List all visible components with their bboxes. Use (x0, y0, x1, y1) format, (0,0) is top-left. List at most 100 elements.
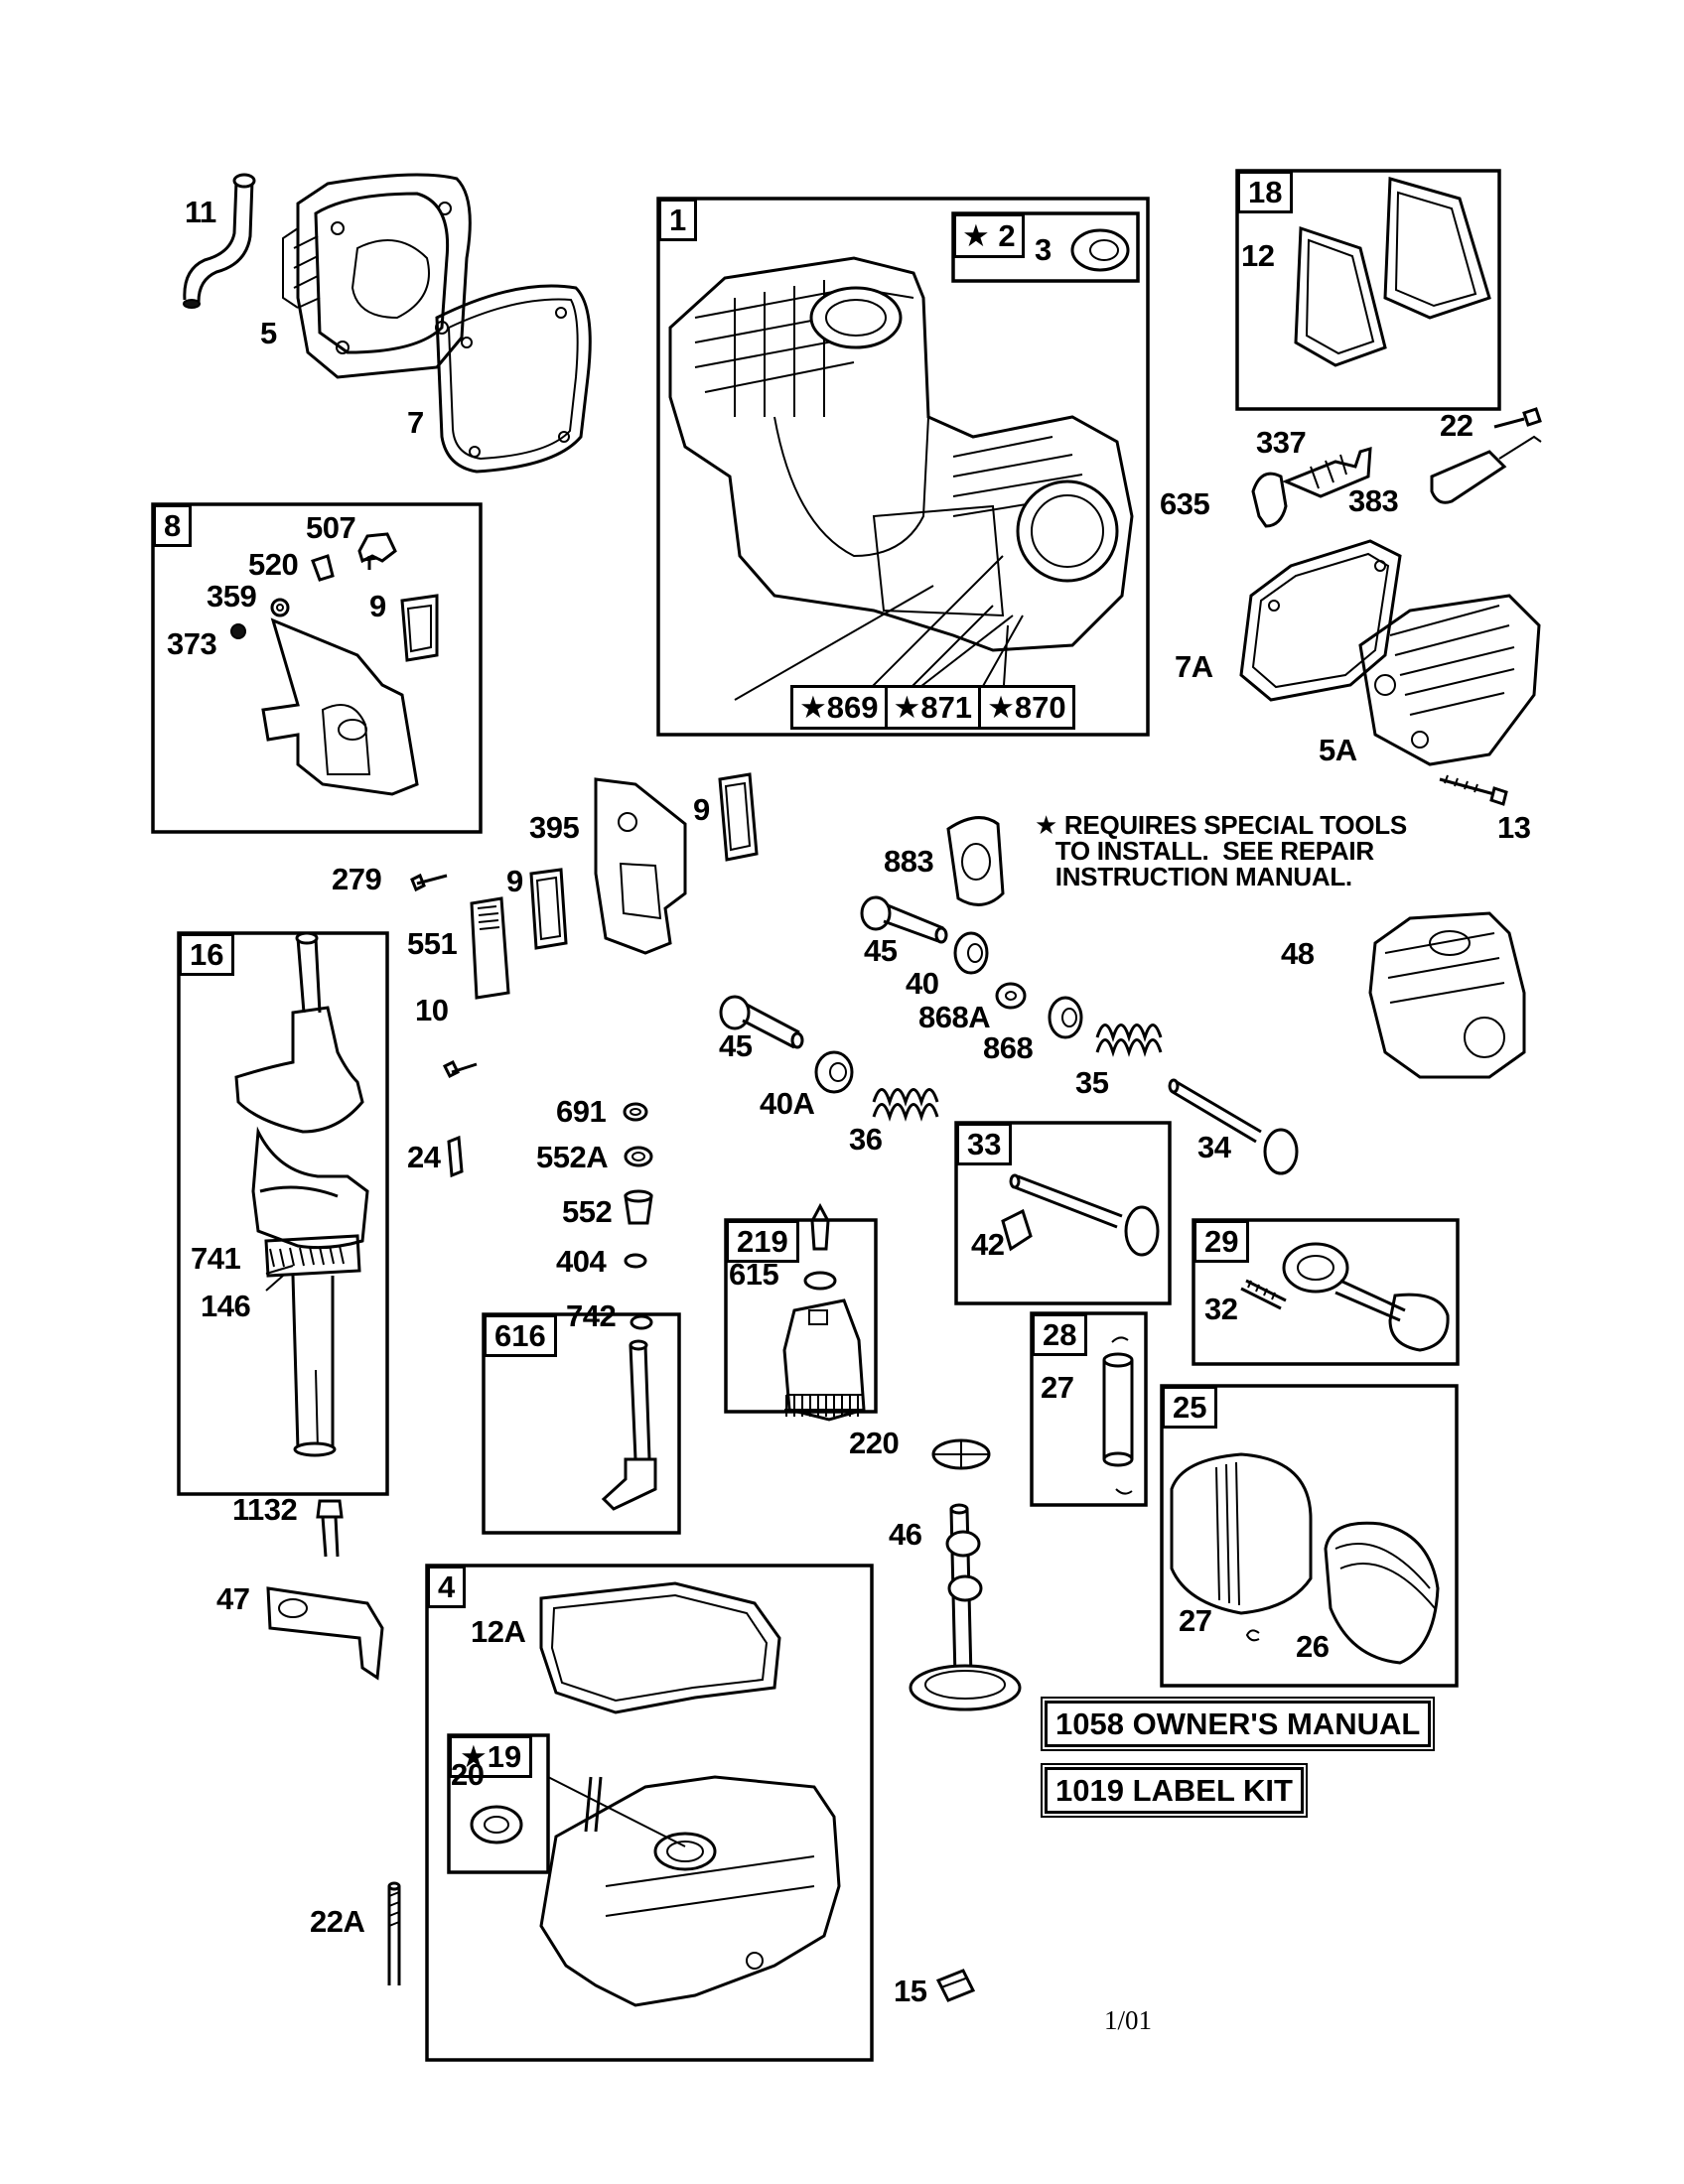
star-tag-869-number: 869 (826, 690, 879, 725)
part-label-45-upper: 45 (864, 933, 898, 968)
bracket-47-drawing (266, 1499, 384, 1681)
part-label-46: 46 (889, 1517, 922, 1552)
star-tag-871-number: 871 (920, 690, 973, 725)
star-tag-870: ★870 (978, 685, 1075, 730)
part-label-635: 635 (1160, 486, 1210, 521)
part-label-5: 5 (260, 316, 277, 350)
part-label-40a: 40A (760, 1086, 815, 1121)
short-block-drawing (1368, 911, 1526, 1079)
part-label-42: 42 (971, 1227, 1005, 1262)
frame-number-piston: 25 (1162, 1386, 1218, 1429)
frame-number-sump: 4 (427, 1566, 467, 1608)
frame-number-block-tool-part: ★ 2 (953, 213, 1025, 258)
part-label-552a: 552A (536, 1140, 609, 1174)
part-label-7: 7 (407, 405, 424, 440)
frame-number-piston-pin: 28 (1032, 1313, 1088, 1356)
sump-gasket-drawing (539, 1581, 781, 1714)
part-label-883: 883 (884, 844, 934, 879)
valve-45-lower-drawing (719, 995, 804, 1049)
part-label-395: 395 (529, 810, 580, 845)
star-tag-870-number: 870 (1014, 690, 1066, 725)
part-label-22: 22 (1440, 408, 1474, 443)
part-label-615: 615 (729, 1257, 779, 1292)
part-label-11: 11 (185, 195, 216, 229)
cylinder-head-right-drawing (1358, 594, 1541, 766)
part-label-48: 48 (1281, 936, 1315, 971)
part-label-520: 520 (248, 547, 299, 582)
part-label-27-piston: 27 (1179, 1603, 1212, 1638)
part-label-34: 34 (1197, 1130, 1231, 1164)
owners-manual-kit-label: 1058 OWNER'S MANUAL (1040, 1697, 1436, 1751)
piston-drawing (1170, 1452, 1440, 1665)
part-label-404: 404 (556, 1244, 607, 1279)
valve-cover-gasket-drawing (1294, 177, 1491, 367)
valve-34-drawing (1168, 1078, 1299, 1175)
part-label-373: 373 (167, 626, 217, 661)
part-label-12: 12 (1241, 238, 1275, 273)
screws-279-10-drawing (410, 873, 478, 1079)
special-tool-tag-strip: ★869 ★871 ★870 (790, 685, 1075, 730)
small-hardware-right-top (1251, 407, 1542, 528)
connecting-rod-drawing (1240, 1242, 1450, 1352)
valve-springs-drawing (872, 1024, 1163, 1122)
valve-45-upper-drawing (860, 895, 948, 944)
governor-shaft-drawing (601, 1314, 657, 1511)
cylinder-head-drawing (282, 173, 472, 379)
cylinder-block-drawing (668, 256, 1134, 696)
head-gasket-drawing (435, 284, 592, 474)
part-label-868a: 868A (918, 1000, 991, 1034)
valve-seals-drawing (814, 931, 1083, 1094)
part-label-868: 868 (983, 1030, 1034, 1065)
bolt-22a-drawing (387, 1881, 401, 1985)
breather-plate-drawing (594, 777, 687, 955)
frame-number-sump-tool-part: ★19 (449, 1735, 533, 1778)
breather-kit-drawing (230, 532, 439, 796)
part-label-383: 383 (1348, 483, 1399, 518)
part-label-32: 32 (1204, 1292, 1238, 1326)
sump-tool-part-number: 19 (487, 1739, 522, 1774)
frame-number-governor-shaft: 616 (484, 1314, 557, 1357)
crankshaft-drawing (234, 931, 369, 1457)
intake-gasket-883-drawing (946, 816, 1005, 906)
sump-seal-drawing (470, 1805, 523, 1844)
frame-number-block: 1 (658, 199, 698, 241)
frame-number-crankshaft: 16 (179, 933, 235, 976)
part-label-13: 13 (1497, 810, 1531, 845)
frame-number-governor-gear: 219 (726, 1220, 799, 1263)
gasket-9-drawing (529, 772, 759, 950)
sump-drawing (539, 1775, 841, 2007)
part-label-691: 691 (556, 1094, 607, 1129)
frame-number-connecting-rod: 29 (1193, 1220, 1250, 1263)
part-label-35: 35 (1075, 1065, 1109, 1100)
part-label-9-breather: 9 (369, 589, 386, 623)
part-label-47: 47 (216, 1581, 250, 1616)
star-tag-869: ★869 (790, 685, 888, 730)
part-label-507: 507 (306, 510, 356, 545)
part-label-24: 24 (407, 1140, 441, 1174)
part-label-45-lower: 45 (719, 1028, 753, 1063)
part-label-1132: 1132 (232, 1492, 298, 1527)
part-label-742: 742 (566, 1298, 617, 1333)
part-label-337: 337 (1256, 425, 1307, 460)
part-label-359: 359 (207, 579, 257, 614)
part-label-15: 15 (894, 1974, 927, 2008)
part-label-5a: 5A (1319, 733, 1357, 767)
special-tools-note: ★ REQUIRES SPECIAL TOOLS TO INSTALL. SEE… (1035, 810, 1407, 891)
part-label-12a: 12A (471, 1614, 526, 1649)
part-label-9-upper: 9 (693, 792, 710, 827)
label-block-seal: 3 (1035, 232, 1052, 267)
part-label-220: 220 (849, 1426, 900, 1460)
part-label-552: 552 (562, 1194, 613, 1229)
frame-outlines (151, 169, 1501, 2062)
breather-tube-drawing (183, 173, 256, 309)
small-seals-drawing (447, 1102, 653, 1269)
part-label-27-pin: 27 (1041, 1370, 1074, 1405)
part-label-36: 36 (849, 1122, 883, 1157)
label-kit-label: 1019 LABEL KIT (1041, 1763, 1308, 1818)
camshaft-drawing (909, 1438, 1022, 1711)
part-label-10: 10 (415, 993, 449, 1027)
part-label-22a: 22A (310, 1904, 365, 1939)
part-label-9-lower: 9 (506, 864, 523, 898)
reed-valve-551-drawing (470, 896, 510, 1000)
